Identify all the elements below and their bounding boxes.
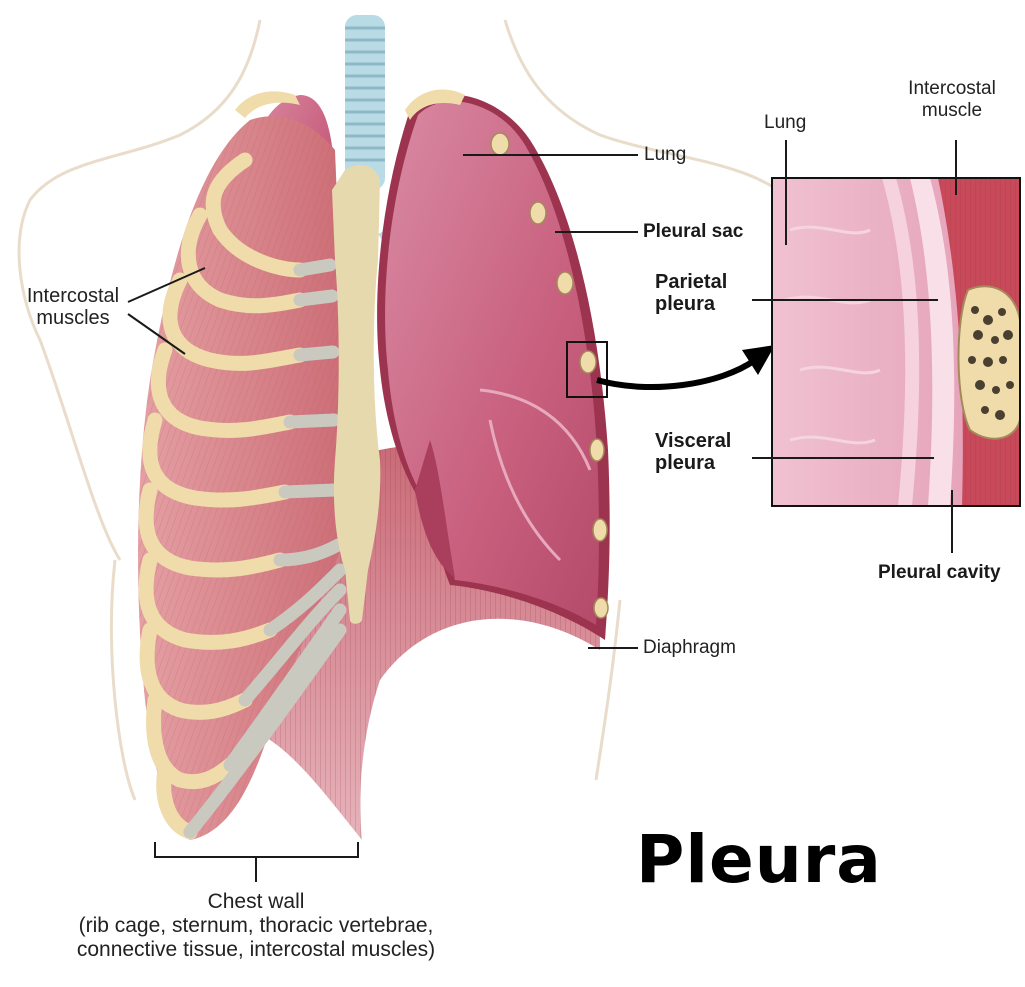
inset-label-parietal-pleura: Parietal pleura — [655, 271, 727, 315]
page-title: Pleura — [636, 820, 882, 900]
label-intercostal-muscles-line1: Intercostal — [14, 285, 132, 307]
label-lung: Lung — [644, 144, 686, 166]
inset-label-intercostal-muscle-line1: Intercostal — [896, 78, 1008, 100]
inset-label-lung: Lung — [764, 112, 806, 134]
inset-label-visceral-pleura: Visceral pleura — [655, 430, 731, 474]
label-chest-wall: Chest wall (rib cage, sternum, thoracic … — [50, 890, 462, 962]
label-chest-wall-line1: Chest wall — [50, 890, 462, 914]
inset-panel — [772, 178, 1020, 506]
label-diaphragm: Diaphragm — [643, 637, 736, 659]
label-intercostal-muscles-line2: muscles — [14, 307, 132, 329]
label-chest-wall-line2: (rib cage, sternum, thoracic vertebrae, — [50, 914, 462, 938]
label-pleural-sac: Pleural sac — [643, 221, 743, 243]
label-intercostal-muscles: Intercostal muscles — [14, 285, 132, 329]
inset-label-intercostal-muscle: Intercostal muscle — [896, 78, 1008, 122]
zoom-arrow-head — [742, 345, 775, 375]
inset-label-parietal-pleura-line1: Parietal — [655, 271, 727, 293]
inset-label-visceral-pleura-line1: Visceral — [655, 430, 731, 452]
inset-label-intercostal-muscle-line2: muscle — [896, 100, 1008, 122]
label-chest-wall-line3: connective tissue, intercostal muscles) — [50, 938, 462, 962]
inset-label-pleural-cavity: Pleural cavity — [878, 562, 1001, 584]
inset-label-visceral-pleura-line2: pleura — [655, 452, 731, 474]
inset-label-parietal-pleura-line2: pleura — [655, 293, 727, 315]
zoom-arrow — [597, 360, 755, 387]
